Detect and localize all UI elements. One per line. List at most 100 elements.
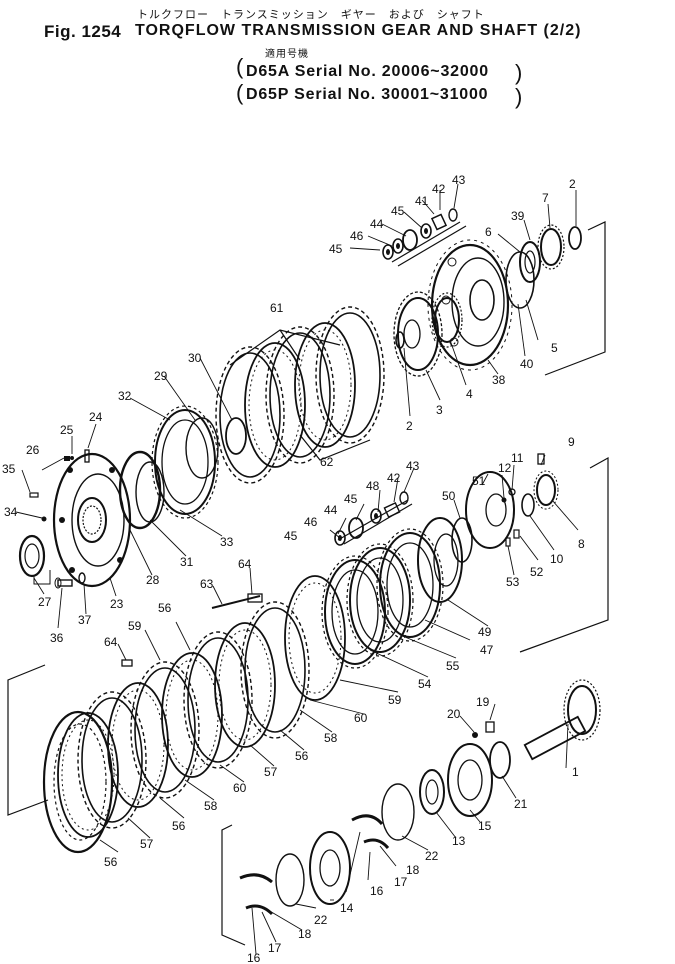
housing-23 <box>52 452 132 588</box>
serial-range-d65a: D65A Serial No. 20006~32000 <box>246 63 489 80</box>
ring-33 <box>135 461 165 523</box>
title-japanese: トルクフロー トランスミッション ギヤー および シャフト <box>137 9 485 21</box>
applicable-models-label: 適用号機 <box>265 49 309 60</box>
callout-30: 30 <box>188 351 202 365</box>
callout-61: 61 <box>270 301 284 315</box>
planet-gear-4 <box>431 292 463 348</box>
callout-3: 3 <box>436 403 443 417</box>
callout-frame-middle <box>519 456 609 653</box>
callout-32: 32 <box>118 389 132 403</box>
callout-64b: 64 <box>104 635 118 649</box>
callout-35: 35 <box>2 462 16 476</box>
callout-22b: 22 <box>314 913 328 927</box>
callout-56d: 56 <box>104 855 118 869</box>
callout-27: 27 <box>38 595 52 609</box>
callout-20: 20 <box>447 707 461 721</box>
callout-14: 14 <box>340 901 354 915</box>
ring-10 <box>521 493 535 517</box>
callout-45-upper: 45 <box>329 242 343 256</box>
bolt-19 <box>485 721 495 733</box>
bolt-36 <box>54 577 73 589</box>
callout-22: 22 <box>425 849 439 863</box>
gear-8 <box>533 470 559 510</box>
callout-59: 59 <box>388 693 402 707</box>
callout-12: 12 <box>498 461 512 475</box>
callout-frame-upper <box>544 221 606 376</box>
callout-29: 29 <box>154 369 168 383</box>
callout-41: 41 <box>415 194 429 208</box>
clutch-pack-61-62 <box>215 306 385 484</box>
callout-45c: 45 <box>344 492 358 506</box>
callout-8: 8 <box>578 537 585 551</box>
callout-37: 37 <box>78 613 92 627</box>
callout-28: 28 <box>146 573 160 587</box>
bracket-right: ) <box>515 60 523 85</box>
callout-18: 18 <box>406 863 420 877</box>
callout-58b: 58 <box>204 799 218 813</box>
callout-49: 49 <box>478 625 492 639</box>
ring-56 <box>42 710 114 854</box>
plug-25 <box>70 456 74 460</box>
callout-56c: 56 <box>172 819 186 833</box>
shim-set-16-18b <box>239 873 274 916</box>
callout-11: 11 <box>511 451 524 465</box>
snap-ring-2b <box>395 331 405 349</box>
bracket-right-2: ) <box>515 84 523 109</box>
callout-43: 43 <box>452 173 466 187</box>
callout-16b: 16 <box>247 951 261 964</box>
shim-set-16-18 <box>351 814 390 850</box>
callout-57: 57 <box>264 765 278 779</box>
pin-64-upper <box>247 593 263 603</box>
callout-9: 9 <box>568 435 575 449</box>
bracket-62 <box>299 434 371 461</box>
callout-44: 44 <box>370 217 384 231</box>
callout-62: 62 <box>320 455 334 469</box>
plate-59 <box>284 575 346 701</box>
callout-51: 51 <box>472 474 486 488</box>
ring-30 <box>225 417 247 455</box>
callout-13: 13 <box>452 834 466 848</box>
callout-46b: 46 <box>304 515 318 529</box>
callout-60: 60 <box>354 711 368 725</box>
callout-47: 47 <box>480 643 494 657</box>
gear-7 <box>537 224 565 270</box>
seal-27 <box>18 534 46 578</box>
callout-58: 58 <box>324 731 338 745</box>
leader-lines <box>15 183 579 955</box>
callout-56b: 56 <box>295 749 309 763</box>
callout-26: 26 <box>26 443 40 457</box>
callout-34: 34 <box>4 505 18 519</box>
callout-31: 31 <box>180 555 194 569</box>
cover-51 <box>465 471 515 549</box>
bearing-13 <box>419 769 445 815</box>
callout-55: 55 <box>446 659 460 673</box>
oring-22 <box>381 783 415 841</box>
callout-16: 16 <box>370 884 384 898</box>
callout-54: 54 <box>418 677 432 691</box>
piston-49 <box>417 517 463 603</box>
callout-10: 10 <box>550 552 564 566</box>
callout-42: 42 <box>432 182 446 196</box>
callout-57b: 57 <box>140 837 154 851</box>
planet-pin-set-middle <box>334 491 413 546</box>
ring-31 <box>118 450 162 530</box>
callout-33: 33 <box>220 535 234 549</box>
bracket-left: ( <box>236 54 244 79</box>
callout-46: 46 <box>350 229 364 243</box>
callout-52: 52 <box>530 565 544 579</box>
shaft-1 <box>523 679 601 761</box>
callout-1: 1 <box>572 765 579 779</box>
callout-5: 5 <box>551 341 558 355</box>
callout-4: 4 <box>466 387 473 401</box>
bolt-52 <box>513 529 520 539</box>
pin-24 <box>84 449 90 463</box>
callout-frame-bottom <box>221 824 246 946</box>
callout-36: 36 <box>50 631 64 645</box>
callout-7: 7 <box>542 191 549 205</box>
callout-40: 40 <box>520 357 534 371</box>
callout-2b: 2 <box>406 419 413 433</box>
washer-20 <box>472 732 478 738</box>
callout-24: 24 <box>89 410 103 424</box>
callout-17: 17 <box>394 875 408 889</box>
callout-42b: 42 <box>387 471 401 485</box>
